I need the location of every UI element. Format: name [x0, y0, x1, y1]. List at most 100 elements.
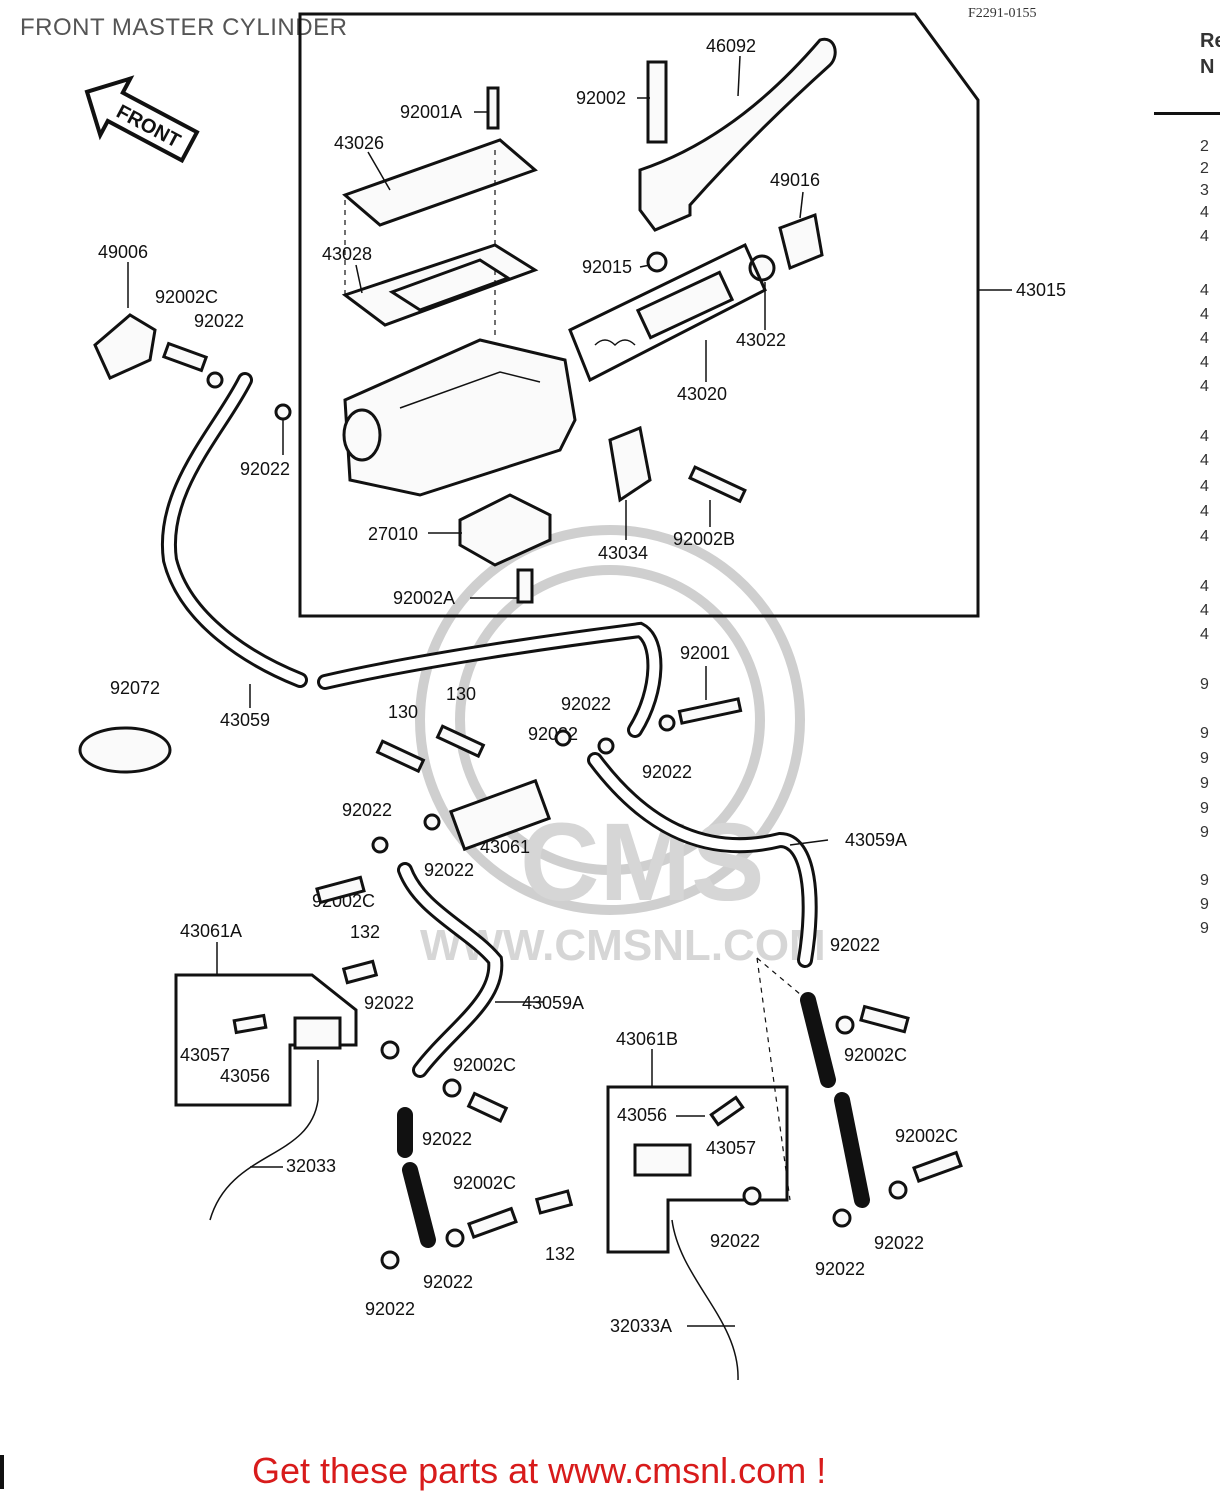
side-column-char: 4: [1200, 428, 1209, 445]
side-column-char: 4: [1200, 602, 1209, 619]
part-label: 92002C: [453, 1173, 516, 1193]
side-column-char: 4: [1200, 452, 1209, 469]
part-label: 43057: [180, 1045, 230, 1065]
side-column-char: 9: [1200, 800, 1209, 817]
reservoir-cap: [342, 138, 538, 227]
side-column-char: 2: [1200, 138, 1209, 155]
part-label: 92015: [582, 257, 632, 277]
side-column-char: 4: [1200, 330, 1209, 347]
diagram-code: F2291-0155: [968, 6, 1037, 21]
side-column-char: 4: [1200, 528, 1209, 545]
side-column-char: 9: [1200, 824, 1209, 841]
part-label: 92002C: [453, 1055, 516, 1075]
part-label: 43059: [220, 710, 270, 730]
brake-hose-right-lower: [800, 992, 836, 1088]
page-title: FRONT MASTER CYLINDER: [20, 14, 348, 41]
part-label: 92022: [422, 1129, 472, 1149]
caliper-bracket-43061B: [606, 1085, 789, 1254]
pivot-bolt: [646, 60, 668, 144]
banjo-bolt-92001: [677, 697, 743, 725]
washers: [371, 714, 908, 1270]
part-label: 43059A: [845, 830, 907, 850]
part-label: 92022: [365, 1299, 415, 1319]
part-label: 43061: [480, 837, 530, 857]
banjo-bolt-top: [161, 341, 209, 373]
part-label: 32033: [286, 1156, 336, 1176]
part-label: 92072: [110, 678, 160, 698]
side-column-char: 9: [1200, 676, 1209, 693]
brake-hose-upper: [317, 621, 663, 738]
parts-diagram: CMS WWW.CMSNL.COM FRONT: [78, 12, 1066, 1381]
watermark-brand: CMS: [520, 801, 764, 924]
part-label: 92022: [830, 935, 880, 955]
cta-link[interactable]: Get these parts at www.cmsnl.com !: [252, 1450, 827, 1491]
part-label: 43057: [706, 1138, 756, 1158]
part-label: 130: [446, 684, 476, 704]
piston-spring: [594, 339, 636, 347]
part-label: 43015: [1016, 280, 1066, 300]
part-label: 92022: [561, 694, 611, 714]
part-label: 92022: [874, 1233, 924, 1253]
part-label: 92022: [710, 1231, 760, 1251]
bracket-block-b: [633, 1143, 692, 1177]
bracket-block-a: [293, 1016, 342, 1050]
part-label: 43034: [598, 543, 648, 563]
side-column-char: 9: [1200, 896, 1209, 913]
side-column-char: 4: [1200, 282, 1209, 299]
part-label: 43022: [736, 330, 786, 350]
part-label: 92002B: [673, 529, 735, 549]
side-column-char: 4: [1200, 578, 1209, 595]
pivot-nut: [646, 251, 668, 273]
side-column-char: 4: [1200, 204, 1209, 221]
part-label: 92022: [240, 459, 290, 479]
part-label: 27010: [368, 524, 418, 544]
part-label: 92022: [642, 762, 692, 782]
front-arrow-icon: FRONT: [84, 75, 200, 164]
side-column-char: 3: [1200, 182, 1209, 199]
cylinder-bore: [342, 408, 382, 462]
left-edge-mark: [0, 1455, 4, 1489]
brake-light-switch: [458, 493, 552, 567]
washer: [206, 371, 224, 389]
side-column-rule: [1154, 112, 1220, 115]
part-label: 43056: [220, 1066, 270, 1086]
part-label: 43026: [334, 133, 384, 153]
part-label: 43061B: [616, 1029, 678, 1049]
brake-lever: [638, 37, 837, 232]
joint-bolt: [375, 739, 426, 774]
part-label: 49016: [770, 170, 820, 190]
part-label: 92022: [815, 1259, 865, 1279]
part-label: 92022: [423, 1272, 473, 1292]
washer: [274, 403, 292, 421]
part-label: 92022: [424, 860, 474, 880]
side-column-char: 9: [1200, 750, 1209, 767]
part-label: 92002C: [155, 287, 218, 307]
part-label: 132: [350, 922, 380, 942]
switch-screw: [516, 568, 534, 604]
brake-hose-lower-left-2: [402, 1162, 436, 1248]
three-way-joint: [448, 778, 552, 852]
part-label: 43059A: [522, 993, 584, 1013]
piston: [635, 270, 735, 340]
part-label: 43020: [677, 384, 727, 404]
handlebar-clamp: [608, 425, 652, 503]
part-label: 32033A: [610, 1316, 672, 1336]
part-label: 43061A: [180, 921, 242, 941]
side-column-char: 4: [1200, 354, 1209, 371]
part-label: 92001A: [400, 102, 462, 122]
part-label: 43028: [322, 244, 372, 264]
side-column-char: 2: [1200, 160, 1209, 177]
side-column-header: Re: [1200, 30, 1220, 52]
side-column-header: N: [1200, 56, 1215, 78]
joint-bolt: [435, 724, 486, 759]
side-column-char: 4: [1200, 626, 1209, 643]
clamp-bolt: [688, 465, 747, 504]
part-label: 92002C: [895, 1126, 958, 1146]
part-label: 92002A: [393, 588, 455, 608]
part-label: 132: [545, 1244, 575, 1264]
part-label: 92002C: [844, 1045, 907, 1065]
part-label: 92001: [680, 643, 730, 663]
part-label: 92022: [364, 993, 414, 1013]
part-label: 92002: [576, 88, 626, 108]
diaphragm-inner: [388, 258, 512, 312]
